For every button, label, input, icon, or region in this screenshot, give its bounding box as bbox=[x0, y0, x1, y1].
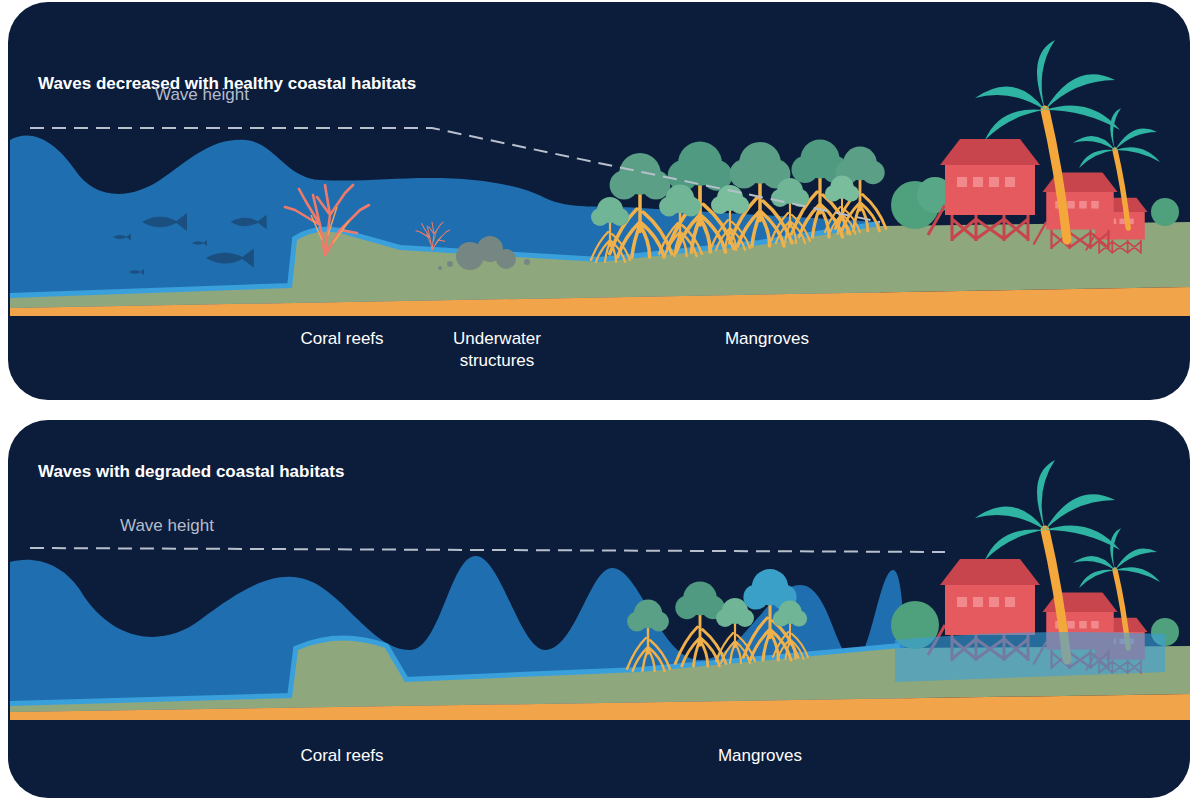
panel-ground bbox=[8, 2, 1190, 400]
mangroves bbox=[591, 197, 630, 262]
fish bbox=[129, 269, 144, 275]
mangroves bbox=[716, 598, 755, 663]
flood-water bbox=[895, 632, 1165, 682]
village bbox=[1073, 108, 1160, 228]
coral-reef bbox=[285, 185, 369, 255]
panel-heading: Waves with degraded coastal habitats bbox=[38, 462, 1190, 482]
coral-reef bbox=[416, 222, 450, 250]
fish bbox=[113, 233, 131, 240]
village bbox=[1034, 173, 1118, 250]
village bbox=[975, 40, 1120, 240]
habitat-label: Coral reefs bbox=[262, 328, 422, 350]
village bbox=[1073, 528, 1160, 648]
fish bbox=[113, 213, 267, 275]
village bbox=[928, 139, 1040, 241]
degraded-scene bbox=[10, 460, 1190, 720]
fish bbox=[231, 215, 267, 229]
measure-label: Wave height bbox=[120, 515, 260, 537]
sand-layer bbox=[10, 694, 1190, 720]
underwater-structure bbox=[438, 236, 530, 270]
mangroves bbox=[627, 600, 670, 672]
mangroves bbox=[711, 185, 750, 250]
habitat-label: Mangroves bbox=[680, 745, 840, 767]
mangroves bbox=[771, 178, 810, 243]
underwater-structure bbox=[496, 249, 516, 269]
mangroves bbox=[627, 569, 808, 671]
habitat-label: Underwater structures bbox=[432, 328, 562, 372]
fish bbox=[192, 240, 207, 246]
village bbox=[1151, 198, 1179, 226]
habitat-label: Coral reefs bbox=[262, 745, 422, 767]
coral-reef bbox=[285, 185, 450, 255]
mangroves bbox=[591, 140, 886, 263]
measure-label: Wave height bbox=[155, 84, 295, 106]
scene-panel: Waves decreased with healthy coastal hab… bbox=[8, 2, 1190, 400]
mangroves bbox=[825, 176, 860, 235]
underwater-structure bbox=[447, 261, 453, 267]
wave-height-line bbox=[30, 128, 880, 222]
fish bbox=[142, 213, 187, 231]
fish bbox=[206, 248, 254, 267]
panel-ground bbox=[8, 420, 1190, 798]
sand-layer bbox=[10, 287, 1190, 316]
mangroves bbox=[773, 601, 808, 660]
wave-height-line bbox=[30, 548, 945, 552]
scene-panel: Waves with degraded coastal habitats bbox=[8, 420, 1190, 798]
underwater-structure bbox=[438, 266, 442, 270]
underwater-structure bbox=[524, 259, 530, 265]
mangroves bbox=[659, 185, 702, 257]
village bbox=[891, 40, 1179, 254]
habitat-label: Mangroves bbox=[687, 328, 847, 350]
village bbox=[975, 460, 1120, 660]
healthy-scene bbox=[10, 40, 1190, 316]
